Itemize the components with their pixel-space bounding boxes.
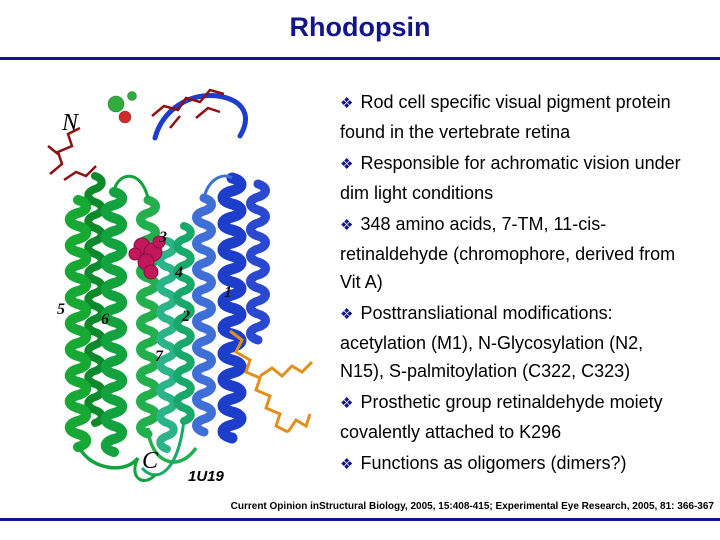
bullet-diamond-icon: ❖ — [340, 156, 354, 173]
helix-label-5: 5 — [57, 301, 65, 318]
bullet-item: ❖Prosthetic group retinaldehyde moiety c… — [340, 388, 692, 446]
loops-group — [76, 174, 233, 482]
bullet-item: ❖ Functions as oligomers (dimers?) — [340, 449, 692, 479]
bullet-item: ❖348 amino acids, 7-TM, 11-cis-retinalde… — [340, 210, 692, 296]
helix-label-1: 1 — [224, 284, 232, 301]
bullet-item: ❖Rod cell specific visual pigment protei… — [340, 88, 692, 146]
pdb-id-label: 1U19 — [188, 468, 224, 485]
title-underline — [0, 57, 720, 60]
helices-group — [64, 172, 270, 457]
bullet-text: Responsible for achromatic vision under … — [340, 153, 681, 203]
page-title: Rhodopsin — [289, 12, 431, 42]
retinal-chromophore — [128, 235, 166, 280]
palmitoyl-chains — [229, 329, 314, 434]
protein-figure: N C 1U19 3 4 1 2 5 6 7 — [0, 0, 340, 520]
bullet-text: Posttransliational modifications: acetyl… — [340, 303, 644, 381]
bullet-diamond-icon: ❖ — [340, 306, 354, 323]
helix-label-6: 6 — [101, 311, 109, 328]
helix-label-4: 4 — [175, 264, 183, 281]
helix-label-7: 7 — [155, 348, 163, 365]
n-terminus-strand — [152, 92, 248, 141]
bullet-text: 348 amino acids, 7-TM, 11-cis-retinaldeh… — [340, 214, 676, 292]
bullet-list: ❖Rod cell specific visual pigment protei… — [340, 88, 692, 482]
helix-label-3: 3 — [159, 229, 167, 246]
glycan-sticks — [47, 88, 225, 182]
bullet-diamond-icon: ❖ — [340, 95, 354, 112]
bullet-text: Prosthetic group retinaldehyde moiety co… — [340, 392, 663, 442]
bullet-diamond-icon: ❖ — [340, 217, 354, 234]
bullet-item: ❖Posttransliational modifications: acety… — [340, 299, 692, 385]
rhodopsin-structure-illustration — [47, 88, 314, 482]
bullet-diamond-icon: ❖ — [340, 456, 354, 473]
bullet-item: ❖Responsible for achromatic vision under… — [340, 149, 692, 207]
helix-label-2: 2 — [182, 308, 190, 325]
figure-label-c-terminus: C — [142, 448, 159, 474]
sphere-atoms — [107, 91, 137, 124]
citation-text: Current Opinion inStructural Biology, 20… — [230, 501, 714, 512]
footer-rule — [0, 518, 720, 521]
bullet-diamond-icon: ❖ — [340, 395, 354, 412]
bullet-text: Functions as oligomers (dimers?) — [360, 453, 627, 473]
figure-label-n-terminus: N — [62, 110, 79, 136]
bullet-text: Rod cell specific visual pigment protein… — [340, 92, 671, 142]
